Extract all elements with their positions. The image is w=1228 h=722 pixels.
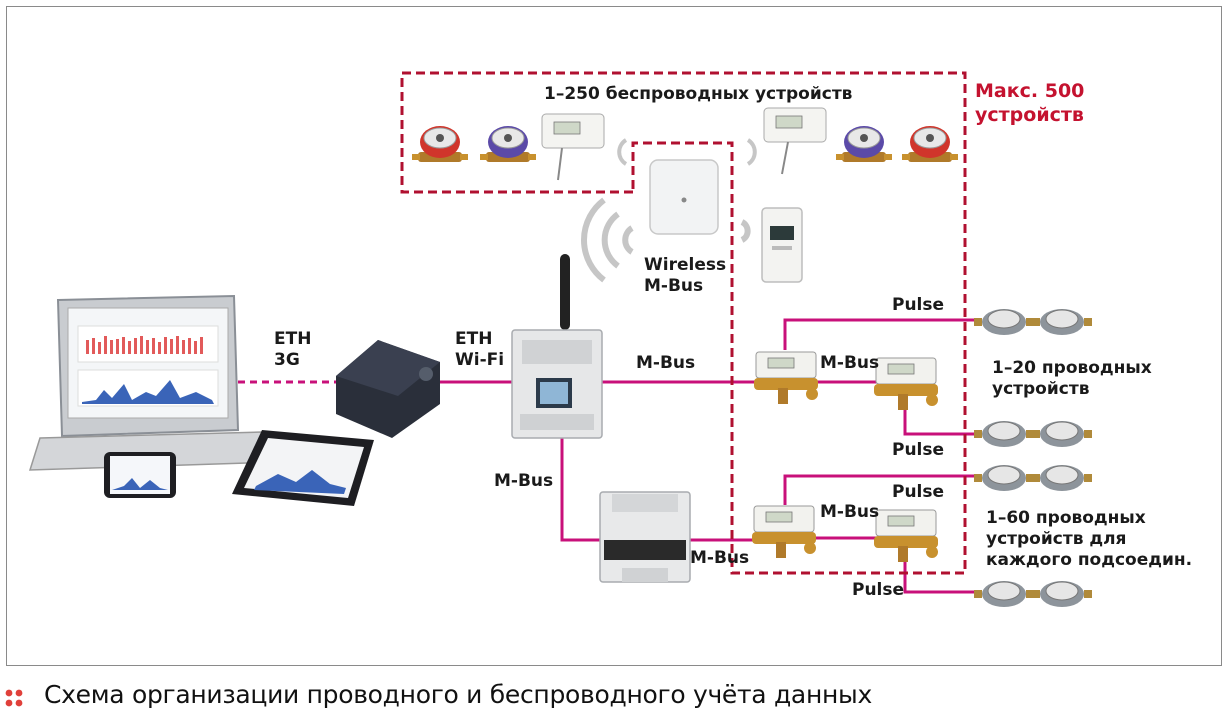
label-mbus-left: M-Bus	[494, 471, 553, 491]
label-eth-wifi-1: ETH	[455, 329, 492, 349]
label-wired-1-60-3: каждого подсоедин.	[986, 550, 1192, 570]
label-wired-1-60-1: 1–60 проводных	[986, 508, 1146, 528]
label-pulse-2: Pulse	[892, 440, 944, 460]
router-icon	[336, 340, 440, 438]
wall-meter-icon	[761, 207, 803, 283]
label-eth-3g-1: ETH	[274, 329, 311, 349]
laptop-icon	[28, 294, 280, 471]
wifi-waves-icon	[581, 138, 757, 283]
caption-bullet-icon	[5, 689, 23, 707]
wire-pulse-4	[903, 560, 975, 594]
gateway-icon	[511, 254, 603, 439]
label-mbus-lower: M-Bus	[820, 502, 879, 522]
wireless-meters-right	[763, 107, 959, 175]
label-wired-1-20-1: 1–20 проводных	[992, 358, 1152, 378]
label-mbus-top: M-Bus	[636, 353, 695, 373]
io-module-icon	[599, 491, 691, 583]
caption-title: Схема организации проводного и беспровод…	[44, 680, 872, 709]
label-pulse-1: Pulse	[892, 295, 944, 315]
label-max-devices-2: устройств	[975, 104, 1084, 126]
label-pulse-3: Pulse	[892, 482, 944, 502]
label-pulse-4: Pulse	[852, 580, 904, 600]
label-wired-1-20-2: устройств	[992, 379, 1090, 399]
phone-icon	[104, 452, 176, 498]
label-mbus-middle: M-Bus	[820, 353, 879, 373]
wire-pulse-top	[783, 318, 975, 350]
wire-mbus-down	[560, 438, 600, 542]
tablet-icon	[232, 430, 374, 506]
wireless-ap-icon	[649, 159, 719, 235]
wire-pulse-2	[903, 405, 975, 436]
label-wireless-mbus-1: Wireless	[644, 255, 726, 275]
label-wired-1-60-2: устройств для	[986, 529, 1126, 549]
label-mbus-bottom: M-Bus	[690, 548, 749, 568]
wire-pulse-3	[783, 474, 975, 505]
wireless-zone-border	[400, 71, 967, 575]
label-wireless-devices: 1–250 беспроводных устройств	[544, 84, 853, 104]
label-eth-wifi-2: Wi-Fi	[455, 350, 504, 370]
label-eth-3g-2: 3G	[274, 350, 300, 370]
label-max-devices-1: Макс. 500	[975, 80, 1084, 102]
label-wireless-mbus-2: M-Bus	[644, 276, 703, 296]
wireless-meters-left	[411, 113, 605, 181]
